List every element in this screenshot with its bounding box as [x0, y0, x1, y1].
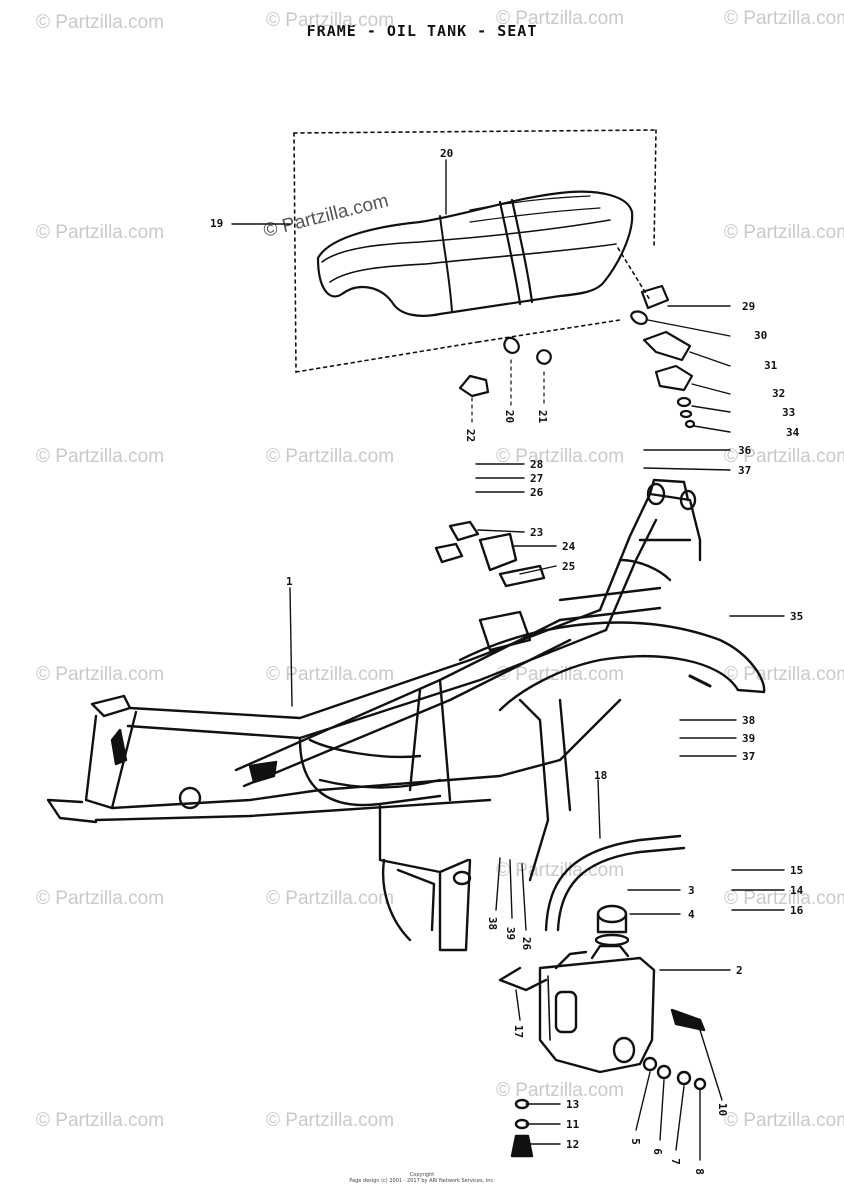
watermark: © Partzilla.com — [36, 1110, 165, 1131]
watermark: © Partzilla.com — [496, 664, 625, 685]
callout-28[interactable]: 28 — [530, 458, 544, 471]
watermark: © Partzilla.com — [36, 888, 165, 909]
watermark: © Partzilla.com — [496, 446, 625, 467]
watermark: © Partzilla.com — [496, 1080, 625, 1101]
watermark: © Partzilla.com — [266, 446, 395, 467]
callout-31[interactable]: 31 — [764, 359, 778, 372]
callout-18[interactable]: 18 — [594, 769, 608, 782]
callout-7[interactable]: 7 — [668, 1158, 682, 1165]
callout-3[interactable]: 3 — [688, 884, 695, 897]
callout-27[interactable]: 27 — [530, 472, 544, 485]
callout-32[interactable]: 32 — [772, 387, 786, 400]
watermark: © Partzilla.com — [266, 888, 395, 909]
watermark: © Partzilla.com — [36, 664, 165, 685]
callout-24[interactable]: 24 — [562, 540, 576, 553]
watermark: © Partzilla.com — [724, 664, 844, 685]
copyright-notice: Copyright Page design (c) 2001 - 2017 by… — [0, 1172, 844, 1184]
seat-assembly-boundary — [293, 129, 657, 373]
callout-2[interactable]: 2 — [736, 964, 743, 977]
watermark: © Partzilla.com — [266, 1110, 395, 1131]
callout-37c[interactable]: 38 — [486, 916, 500, 931]
callout-1[interactable]: 1 — [286, 575, 293, 588]
callout-10[interactable]: 10 — [716, 1102, 730, 1117]
watermark: © Partzilla.com — [724, 888, 844, 909]
seat-drawing — [316, 190, 634, 317]
watermark: © Partzilla.com — [724, 8, 844, 29]
callout-35[interactable]: 35 — [790, 610, 804, 623]
callout-5[interactable]: 5 — [628, 1138, 642, 1145]
callout-26[interactable]: 26 — [530, 486, 544, 499]
frame-drawing — [46, 478, 766, 952]
watermark: © Partzilla.com — [266, 664, 395, 685]
callout-19[interactable]: 19 — [210, 217, 224, 230]
watermark: © Partzilla.com — [724, 222, 844, 243]
callout-37[interactable]: 37 — [738, 464, 752, 477]
seat-hinge-parts — [630, 284, 696, 429]
callout-33[interactable]: 33 — [782, 406, 796, 419]
copyright-line-2: Page design (c) 2001 - 2017 by ARI Netwo… — [349, 1178, 495, 1184]
callout-21[interactable]: 21 — [536, 409, 550, 424]
callout-16[interactable]: 16 — [790, 904, 804, 917]
callout-38[interactable]: 39 — [742, 732, 756, 745]
callout-23[interactable]: 23 — [530, 526, 544, 539]
watermark: © Partzilla.com — [36, 446, 165, 467]
leader-lines — [231, 159, 785, 1161]
callout-30[interactable]: 30 — [754, 329, 768, 342]
callout-6[interactable]: 6 — [650, 1148, 664, 1155]
callout-15[interactable]: 15 — [790, 864, 804, 877]
callout-39b[interactable]: 26 — [520, 936, 534, 951]
callout-12[interactable]: 12 — [566, 1138, 580, 1151]
callout-25[interactable]: 25 — [562, 560, 576, 573]
watermark: © Partzilla.com — [496, 8, 625, 29]
callout-34[interactable]: 34 — [786, 426, 800, 439]
watermark: © Partzilla.com — [36, 222, 165, 243]
callout-4[interactable]: 4 — [688, 908, 695, 921]
watermark: © Partzilla.com — [266, 10, 395, 31]
diagram-title: FRAME - OIL TANK - SEAT — [306, 22, 538, 40]
watermark: © Partzilla.com — [724, 1110, 844, 1131]
watermark: © Partzilla.com — [724, 446, 844, 467]
seat-small-parts — [458, 336, 552, 427]
callout-36[interactable]: 36 — [738, 444, 752, 457]
oil-tank-drawing — [498, 834, 707, 1158]
callout-39[interactable]: 37 — [742, 750, 756, 763]
callout-29[interactable]: 29 — [742, 300, 756, 313]
watermark: © Partzilla.com — [36, 12, 165, 33]
callout-11[interactable]: 11 — [566, 1118, 580, 1131]
callout-13[interactable]: 13 — [566, 1098, 580, 1111]
callout-22[interactable]: 22 — [464, 428, 478, 443]
callout-14[interactable]: 14 — [790, 884, 804, 897]
copyright-line-1: Copyright — [409, 1172, 435, 1178]
callout-20[interactable]: 20 — [440, 147, 454, 160]
callout-37b[interactable]: 38 — [742, 714, 756, 727]
callout-20b[interactable]: 20 — [503, 409, 517, 424]
callout-38b[interactable]: 39 — [504, 926, 518, 941]
watermark: © Partzilla.com — [496, 860, 625, 881]
callout-17[interactable]: 17 — [512, 1024, 526, 1039]
